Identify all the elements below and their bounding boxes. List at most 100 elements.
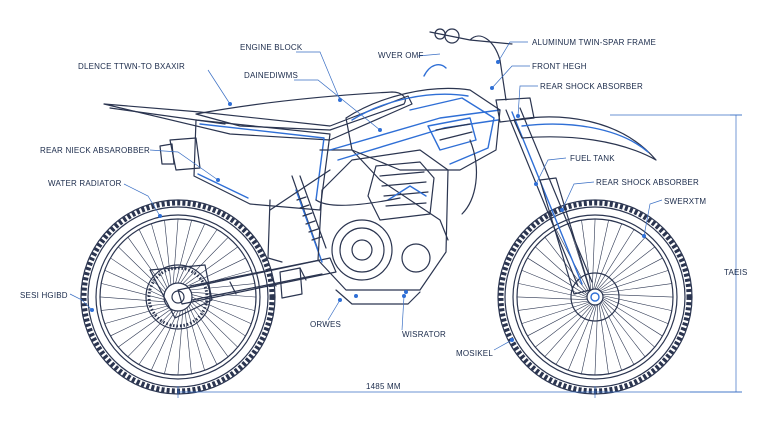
front-spoke (602, 298, 663, 337)
rear-spoke (110, 307, 170, 337)
engine (317, 149, 449, 305)
rear-spoke (191, 296, 252, 325)
rear-spoke (184, 309, 192, 374)
front-spoke (527, 302, 590, 337)
front-spoke (594, 304, 599, 376)
exhaust (279, 197, 401, 299)
rear-spoke (110, 257, 165, 295)
front-spoke (581, 304, 597, 374)
front-spoke (544, 304, 593, 357)
rear-spoke (164, 310, 181, 374)
front-spoke (596, 229, 635, 290)
label-water-radiator: WATER RADIATOR (48, 179, 122, 188)
rear-spoke (138, 229, 168, 289)
label-orwes: ORWES (310, 320, 341, 329)
front-spoke (597, 237, 646, 290)
label-wisrator: WISRATOR (402, 330, 446, 339)
rear-spoke (104, 305, 168, 324)
rear-spoke (127, 237, 167, 291)
label-engine-block: ENGINE BLOCK (240, 43, 303, 52)
rear-spoke (164, 220, 172, 285)
labels: ENGINE BLOCK DLENCE TTWN-TO BXAXIR DAINE… (20, 38, 748, 391)
front-spoke (601, 300, 646, 357)
front-spoke (601, 283, 672, 294)
rear-spoke (184, 246, 238, 286)
front-spoke (602, 293, 674, 298)
front-spoke (599, 303, 622, 371)
front-spoke (602, 296, 669, 325)
front-spoke (527, 257, 588, 296)
fuel-tank (345, 87, 501, 215)
front-spoke (601, 270, 669, 293)
label-dlence: DLENCE TTWN-TO BXAXIR (78, 62, 185, 71)
front-spoke (567, 304, 596, 371)
rear-spoke (127, 309, 174, 357)
rear-spoke (177, 223, 206, 284)
rear-wheel (80, 199, 276, 395)
rear-spoke (101, 303, 166, 311)
rear-spoke (175, 220, 192, 284)
rear-spoke (186, 307, 205, 371)
label-aluminum-frame: ALUMINUM TWIN-SPAR FRAME (532, 38, 656, 47)
label-swerxtm: SWERXTM (664, 197, 706, 206)
front-spoke (594, 223, 623, 290)
front-spoke (535, 246, 588, 295)
rear-spoke (177, 310, 184, 376)
front-spoke (518, 300, 589, 311)
rear-spoke (118, 308, 172, 348)
label-fuel-tank: FUEL TANK (570, 154, 615, 163)
rear-spoke (138, 310, 176, 365)
front-wheel (497, 199, 693, 395)
front-spoke (600, 257, 663, 292)
rear-spoke (191, 291, 257, 298)
front-spoke (598, 303, 609, 374)
label-front-heigh: FRONT HEGH (532, 62, 587, 71)
label-rear-shock-mid: REAR SHOCK ABSORBER (596, 178, 699, 187)
label-rear-shock-top: REAR SHOCK ABSORBER (540, 82, 643, 91)
rear-shock (291, 175, 327, 263)
label-height-dim: TAEIS (724, 268, 748, 277)
front-spoke (602, 295, 672, 311)
rear-spoke (99, 296, 165, 303)
seat (195, 91, 406, 131)
front-spoke (602, 299, 655, 348)
handlebars (423, 28, 513, 101)
front-spoke (521, 301, 589, 324)
rear-spoke (180, 229, 218, 284)
front-spoke (591, 218, 596, 290)
front-fender (513, 116, 657, 161)
leader-lines (69, 41, 663, 351)
front-spoke (600, 302, 635, 365)
front-spoke (518, 283, 588, 299)
label-wver-omf: WVER OMF (378, 51, 424, 60)
label-dainedi: DAINEDIWMS (244, 71, 298, 80)
front-spoke (535, 303, 592, 348)
rear-spoke (182, 237, 229, 285)
side-panel (159, 119, 331, 211)
front-spoke (516, 296, 588, 301)
rear-spoke (151, 223, 170, 287)
dimension-lines (177, 114, 742, 398)
front-spoke (555, 304, 594, 365)
rear-spoke (172, 218, 179, 284)
label-rear-nieck: REAR NIECK ABSAROBBER (40, 146, 150, 155)
rear-spoke (190, 301, 238, 348)
rear-spoke (191, 294, 255, 311)
rear-spoke (150, 310, 179, 371)
front-spoke (593, 220, 609, 290)
rear-spoke (101, 283, 165, 300)
rear-spoke (104, 269, 165, 298)
front-spoke (598, 246, 655, 291)
label-mosikel: MOSIKEL (456, 349, 493, 358)
label-length-dim: 1485 MM (366, 382, 401, 391)
label-sesi-hgibd: SESI HGIBD (20, 291, 68, 300)
front-spoke (521, 269, 588, 298)
front-spoke (581, 220, 592, 291)
rear-spoke (189, 303, 229, 357)
rear-spoke (188, 305, 218, 365)
leader-dots (90, 60, 646, 342)
rear-spoke (186, 257, 246, 287)
rear-spoke (190, 283, 255, 291)
front-spoke (544, 237, 589, 294)
